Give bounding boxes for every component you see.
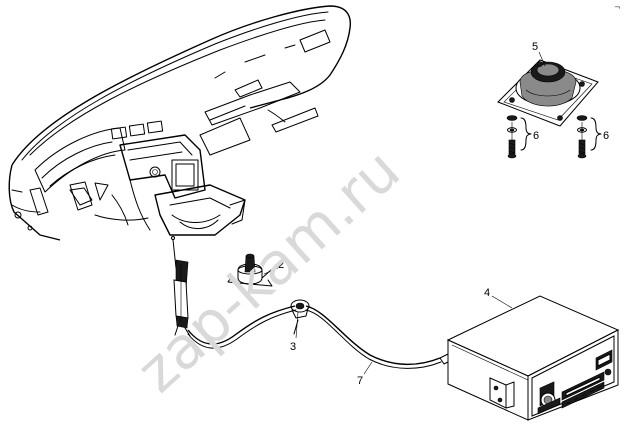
callout-2: 2 — [278, 259, 284, 271]
callout-6-left: 6 — [533, 130, 539, 142]
corner-mark: ¬ — [614, 3, 621, 12]
dashboard-panel — [8, 5, 352, 241]
brace-6-left — [520, 117, 532, 151]
callout-4: 4 — [484, 287, 490, 299]
callout-5: 5 — [532, 41, 538, 53]
watermark: zap-kam.ru — [124, 136, 413, 406]
part-5-dome-speaker — [497, 59, 599, 127]
part-4-radio-head-unit — [446, 295, 620, 421]
callout-6-right: 6 — [603, 130, 609, 142]
part-6-fasteners-right — [576, 115, 588, 159]
antenna-mast — [171, 236, 191, 337]
brace-6-right — [590, 117, 602, 151]
part-3-grommet — [290, 299, 310, 335]
leader-lines — [263, 51, 546, 375]
part-7-antenna-cable — [187, 305, 457, 369]
part-2-antenna-base — [227, 253, 281, 287]
part-6-fasteners-left — [506, 115, 518, 159]
callout-7: 7 — [357, 375, 363, 387]
callout-3: 3 — [290, 341, 296, 353]
